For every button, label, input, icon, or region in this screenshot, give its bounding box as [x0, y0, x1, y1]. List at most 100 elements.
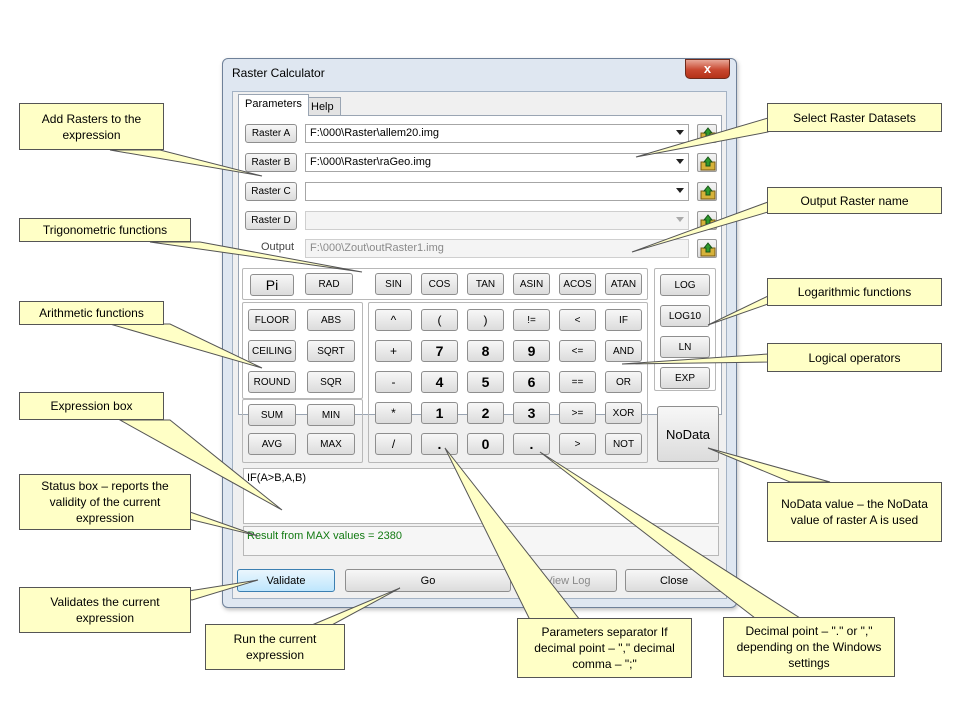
sin-button[interactable]: SIN — [375, 273, 412, 295]
callout-decimal-point: Decimal point – "." or "," depending on … — [723, 617, 895, 677]
trig-group — [242, 268, 648, 300]
key-lt-button[interactable]: < — [559, 309, 596, 331]
tab-help[interactable]: Help — [304, 97, 341, 117]
key-and-button[interactable]: AND — [605, 340, 642, 362]
key-6-button[interactable]: 6 — [513, 371, 550, 393]
floor-button[interactable]: FLOOR — [248, 309, 296, 331]
log-group — [654, 268, 716, 391]
callout-param-separator: Parameters separator If decimal point – … — [517, 618, 692, 678]
callout-select-datasets: Select Raster Datasets — [767, 103, 942, 132]
key-gt-button[interactable]: > — [559, 433, 596, 455]
callout-run: Run the current expression — [205, 624, 345, 670]
validate-button[interactable]: Validate — [237, 569, 335, 592]
expression-box[interactable]: IF(A>B,A,B) — [243, 468, 719, 524]
key-times-button[interactable]: * — [375, 402, 412, 424]
key-3-button[interactable]: 3 — [513, 402, 550, 424]
raster-b-combo[interactable]: F:\000\Raster\raGeo.img — [305, 153, 689, 172]
output-field[interactable]: F:\000\Zout\outRaster1.img — [305, 239, 689, 258]
key-not-button[interactable]: NOT — [605, 433, 642, 455]
ln-button[interactable]: LN — [660, 336, 710, 358]
close-button[interactable]: Close — [625, 569, 723, 592]
asin-button[interactable]: ASIN — [513, 273, 550, 295]
key-param-sep-button[interactable]: . — [421, 433, 458, 455]
raster-c-combo[interactable] — [305, 182, 689, 201]
raster-d-combo[interactable] — [305, 211, 689, 230]
raster-calculator-window: Raster Calculator x Parameters Help Rast… — [222, 58, 737, 608]
avg-button[interactable]: AVG — [248, 433, 296, 455]
raster-b-button[interactable]: Raster B — [245, 153, 297, 172]
sum-button[interactable]: SUM — [248, 404, 296, 426]
key-eq-button[interactable]: == — [559, 371, 596, 393]
raster-a-value: F:\000\Raster\allem20.img — [310, 127, 439, 139]
nodata-button[interactable]: NoData — [657, 406, 719, 462]
raster-b-add-button[interactable] — [697, 153, 717, 172]
log-button[interactable]: LOG — [660, 274, 710, 296]
key-plus-button[interactable]: + — [375, 340, 412, 362]
status-box: Result from MAX values = 2380 — [243, 526, 719, 556]
round-button[interactable]: ROUND — [248, 371, 296, 393]
key-5-button[interactable]: 5 — [467, 371, 504, 393]
key-1-button[interactable]: 1 — [421, 402, 458, 424]
min-button[interactable]: MIN — [307, 404, 355, 426]
key-minus-button[interactable]: - — [375, 371, 412, 393]
chevron-down-icon — [676, 188, 684, 193]
key-0-button[interactable]: 0 — [467, 433, 504, 455]
key-lparen-button[interactable]: ( — [421, 309, 458, 331]
raster-c-button[interactable]: Raster C — [245, 182, 297, 201]
add-raster-icon — [700, 214, 716, 229]
output-browse-button[interactable] — [697, 239, 717, 258]
key-caret-button[interactable]: ^ — [375, 309, 412, 331]
callout-expression-box: Expression box — [19, 392, 164, 420]
key-gte-button[interactable]: >= — [559, 402, 596, 424]
raster-a-combo[interactable]: F:\000\Raster\allem20.img — [305, 124, 689, 143]
callout-arith: Arithmetic functions — [19, 301, 164, 325]
key-9-button[interactable]: 9 — [513, 340, 550, 362]
add-raster-icon — [700, 127, 716, 142]
key-lte-button[interactable]: <= — [559, 340, 596, 362]
raster-d-add-button[interactable] — [697, 211, 717, 230]
pi-button[interactable]: Pi — [250, 274, 294, 296]
window-title: Raster Calculator — [232, 66, 325, 80]
rad-button[interactable]: RAD — [305, 273, 353, 295]
acos-button[interactable]: ACOS — [559, 273, 596, 295]
callout-add-rasters: Add Rasters to the expression — [19, 103, 164, 150]
atan-button[interactable]: ATAN — [605, 273, 642, 295]
output-label: Output — [261, 241, 295, 253]
callout-nodata: NoData value – the NoData value of raste… — [767, 482, 942, 542]
key-decimal-button[interactable]: . — [513, 433, 550, 455]
cos-button[interactable]: COS — [421, 273, 458, 295]
raster-d-button[interactable]: Raster D — [245, 211, 297, 230]
raster-a-button[interactable]: Raster A — [245, 124, 297, 143]
chevron-down-icon — [676, 130, 684, 135]
log10-button[interactable]: LOG10 — [660, 305, 710, 327]
callout-validates: Validates the current expression — [19, 587, 191, 633]
add-raster-icon — [700, 185, 716, 200]
raster-c-add-button[interactable] — [697, 182, 717, 201]
go-button[interactable]: Go — [345, 569, 511, 592]
key-xor-button[interactable]: XOR — [605, 402, 642, 424]
key-7-button[interactable]: 7 — [421, 340, 458, 362]
key-neq-button[interactable]: != — [513, 309, 550, 331]
abs-button[interactable]: ABS — [307, 309, 355, 331]
key-8-button[interactable]: 8 — [467, 340, 504, 362]
chevron-down-icon — [676, 217, 684, 222]
add-raster-icon — [700, 156, 716, 171]
key-4-button[interactable]: 4 — [421, 371, 458, 393]
key-2-button[interactable]: 2 — [467, 402, 504, 424]
sqr-button[interactable]: SQR — [307, 371, 355, 393]
key-rparen-button[interactable]: ) — [467, 309, 504, 331]
max-button[interactable]: MAX — [307, 433, 355, 455]
tab-parameters[interactable]: Parameters — [238, 94, 309, 116]
callout-output-name: Output Raster name — [767, 187, 942, 214]
chevron-down-icon — [676, 159, 684, 164]
key-if-button[interactable]: IF — [605, 309, 642, 331]
raster-a-add-button[interactable] — [697, 124, 717, 143]
exp-button[interactable]: EXP — [660, 367, 710, 389]
key-or-button[interactable]: OR — [605, 371, 642, 393]
view-log-button[interactable]: View Log — [519, 569, 617, 592]
ceiling-button[interactable]: CEILING — [248, 340, 296, 362]
sqrt-button[interactable]: SQRT — [307, 340, 355, 362]
tan-button[interactable]: TAN — [467, 273, 504, 295]
key-divide-button[interactable]: / — [375, 433, 412, 455]
window-close-button[interactable]: x — [685, 59, 730, 79]
